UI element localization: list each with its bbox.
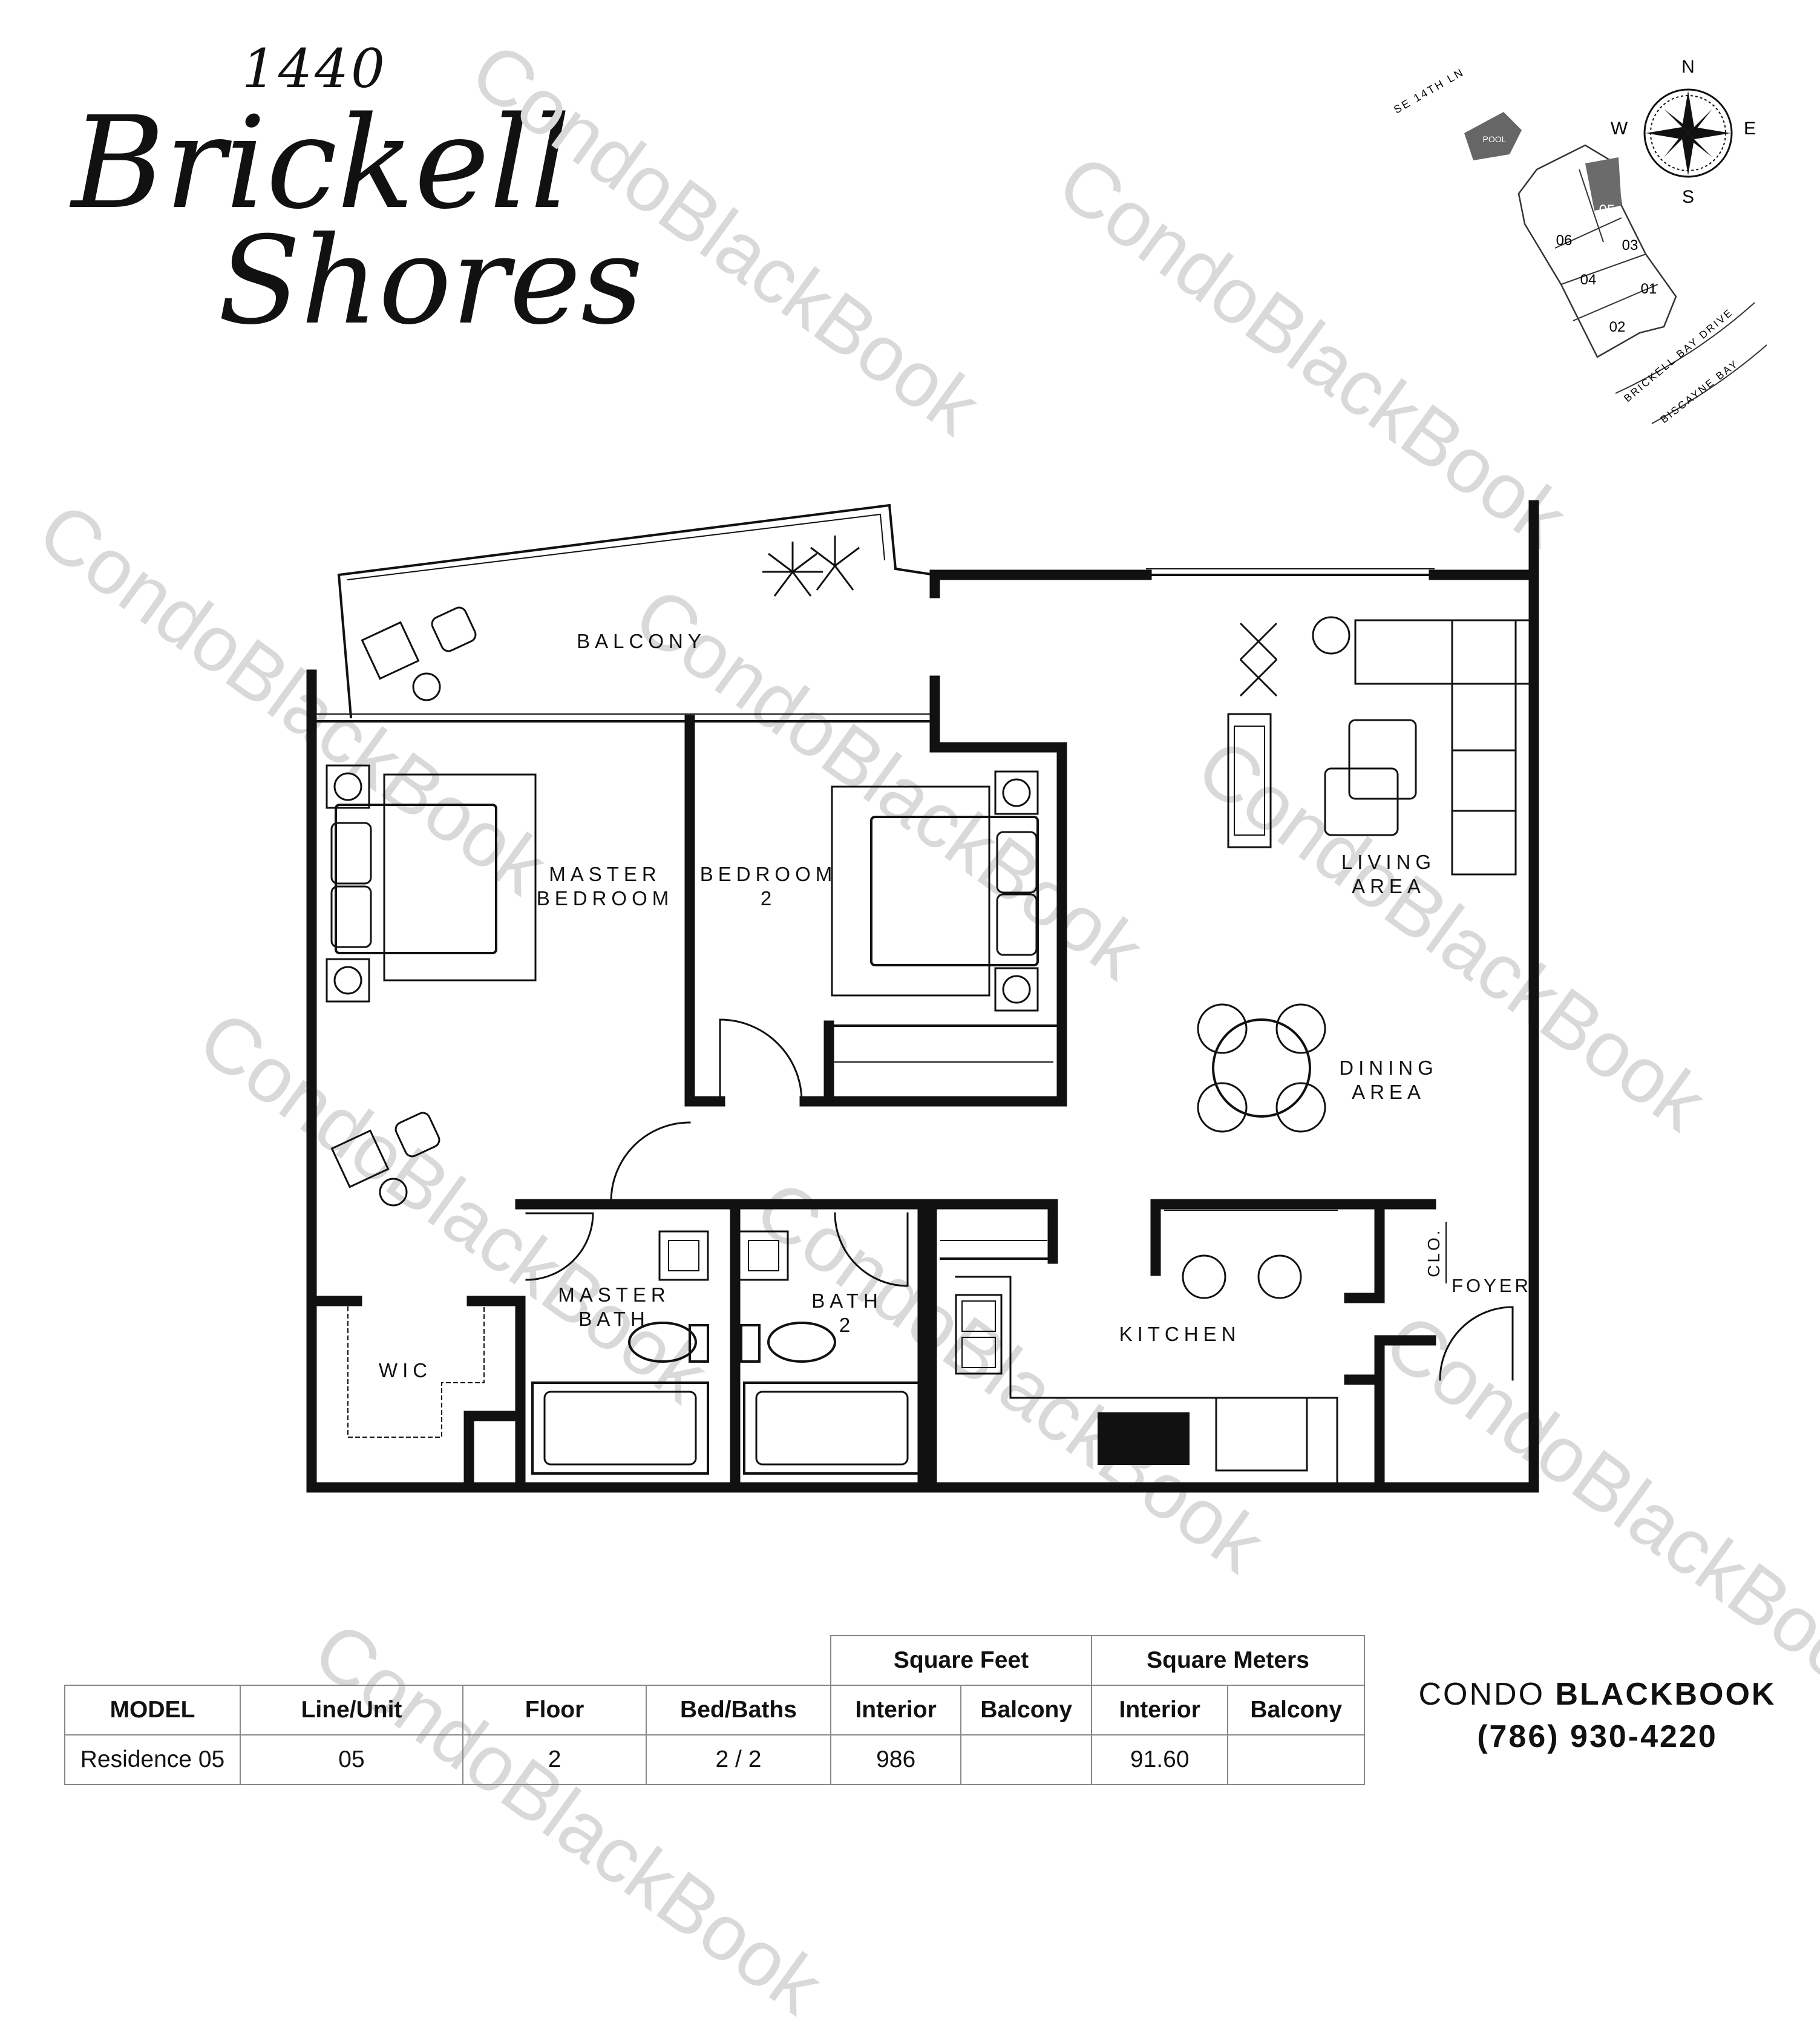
cell-floor: 2 xyxy=(462,1734,647,1785)
logo-line-shores: Shores xyxy=(218,211,643,352)
room-master-bedroom: MASTER BEDROOM xyxy=(520,862,690,911)
floor-plan xyxy=(306,500,1539,1493)
brand-name: CONDO BLACKBOOK xyxy=(1386,1676,1809,1712)
unit-spec-table: Square Feet Square Meters MODEL Line/Uni… xyxy=(64,1635,1365,1785)
logo-number: 1440 xyxy=(242,38,387,100)
room-balcony: BALCONY xyxy=(577,630,706,652)
room-master-bedroom-line2: BEDROOM xyxy=(536,887,674,909)
group-header-square-meters: Square Meters xyxy=(1091,1635,1365,1686)
table-blank-cell xyxy=(65,1636,831,1685)
header-interior-sqm: Interior xyxy=(1091,1685,1229,1735)
room-bedroom-2: BEDROOM 2 xyxy=(690,862,847,911)
keyplan-unit-06: 06 xyxy=(1556,232,1573,249)
compass-n: N xyxy=(1681,57,1695,77)
group-header-square-feet: Square Feet xyxy=(830,1635,1093,1686)
table-row: Residence 05 05 2 2 / 2 986 91.60 xyxy=(64,1734,1365,1785)
room-living-line2: AREA xyxy=(1352,875,1426,897)
room-foyer: FOYER xyxy=(1452,1275,1531,1296)
pool-shape xyxy=(1464,112,1522,160)
room-living-area: LIVING AREA xyxy=(1313,850,1464,899)
brand-name-light: CONDO xyxy=(1418,1677,1556,1712)
keyplan-unit-04: 04 xyxy=(1580,272,1597,288)
header-floor: Floor xyxy=(462,1685,647,1735)
cell-balcony-sqft xyxy=(960,1734,1093,1785)
compass-icon xyxy=(1643,88,1733,178)
compass-e: E xyxy=(1744,119,1756,139)
room-bath-2-line1: BATH xyxy=(811,1290,883,1312)
brand-name-bold: BLACKBOOK xyxy=(1555,1677,1776,1712)
keyplan-unit-05: 05 xyxy=(1599,202,1615,218)
room-bedroom-2-line2: 2 xyxy=(760,887,777,909)
room-kitchen: KITCHEN xyxy=(1119,1323,1241,1345)
room-master-bedroom-line1: MASTER xyxy=(549,863,661,885)
header-model: MODEL xyxy=(64,1685,241,1735)
keyplan-pool: POOL xyxy=(1483,134,1507,144)
room-dining-line1: DINING xyxy=(1339,1057,1438,1079)
header-bed-baths: Bed/Baths xyxy=(646,1685,831,1735)
room-wic: WIC xyxy=(378,1359,433,1381)
room-bath-2-line2: 2 xyxy=(839,1314,856,1336)
header-balcony-sqm: Balcony xyxy=(1227,1685,1365,1735)
header-balcony-sqft: Balcony xyxy=(960,1685,1093,1735)
compass-s: S xyxy=(1682,187,1694,207)
table-group-header-row: Square Feet Square Meters xyxy=(65,1635,1365,1686)
cell-interior-sqm: 91.60 xyxy=(1091,1734,1229,1785)
stove-icon xyxy=(1098,1412,1190,1465)
plant-icon xyxy=(762,536,1278,697)
cell-line-unit: 05 xyxy=(239,1734,464,1785)
header-interior-sqft: Interior xyxy=(830,1685,962,1735)
cell-balcony-sqm xyxy=(1227,1734,1365,1785)
room-bedroom-2-line1: BEDROOM xyxy=(699,863,837,885)
keyplan-unit-highlight xyxy=(1585,157,1622,211)
key-plan: N E S W SE 14TH LN POOL 05 03 06 04 01 0… xyxy=(1392,57,1767,425)
room-dining-line2: AREA xyxy=(1352,1081,1426,1103)
cell-model: Residence 05 xyxy=(64,1734,241,1785)
cell-interior-sqft: 986 xyxy=(830,1734,962,1785)
keyplan-unit-02: 02 xyxy=(1609,319,1626,335)
room-master-bath: MASTER BATH xyxy=(542,1283,687,1331)
room-master-bath-line2: BATH xyxy=(578,1308,650,1330)
room-master-bath-line1: MASTER xyxy=(558,1283,670,1306)
brand-phone: (786) 930-4220 xyxy=(1477,1719,1718,1754)
room-living-line1: LIVING xyxy=(1341,851,1436,873)
compass-w: W xyxy=(1611,119,1628,139)
cell-bed-baths: 2 / 2 xyxy=(646,1734,831,1785)
room-dining-area: DINING AREA xyxy=(1313,1056,1464,1104)
table-header-row: MODEL Line/Unit Floor Bed/Baths Interior… xyxy=(64,1685,1365,1735)
header-line-unit: Line/Unit xyxy=(239,1685,464,1735)
room-bath-2: BATH 2 xyxy=(787,1289,908,1337)
logo-line-brickell: Brickell xyxy=(71,89,571,237)
keyplan-unit-01: 01 xyxy=(1641,281,1657,297)
keyplan-unit-03: 03 xyxy=(1622,237,1638,254)
